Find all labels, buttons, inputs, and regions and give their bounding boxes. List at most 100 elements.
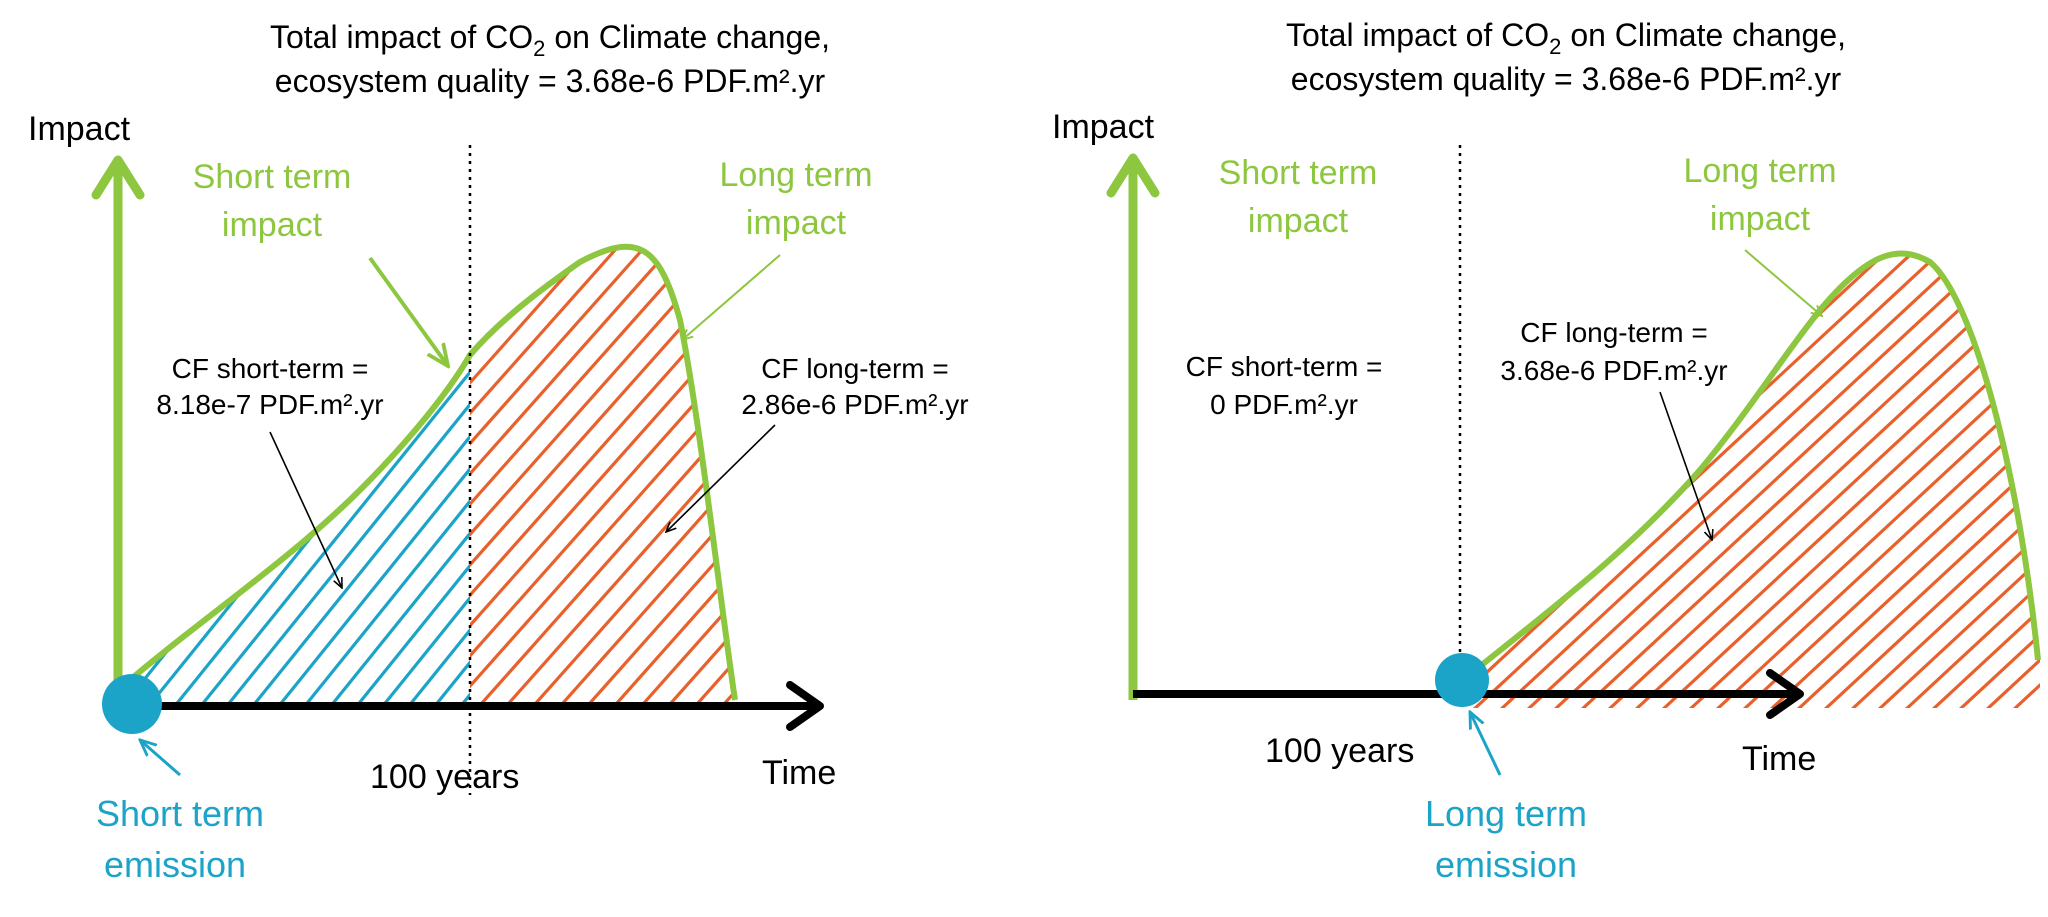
right-orange-hatch-line (1496, 253, 2020, 708)
left-blue-hatch-line (130, 355, 134, 708)
left-short-term-impact-label-2: impact (222, 206, 323, 244)
left-orange-hatch-line (470, 246, 734, 708)
right-orange-hatch-line (1874, 253, 2040, 708)
right-x-axis-label: Time (1742, 740, 1816, 778)
left-emission-label-2: emission (104, 844, 246, 885)
right-orange-hatch-line (1460, 253, 1750, 708)
left-impact-curve (128, 243, 738, 701)
right-cf-short-line2: 0 PDF.m².yr (1210, 389, 1358, 420)
left-cf-long-pointer (666, 424, 776, 532)
left-blue-hatch-line (272, 355, 470, 708)
right-orange-hatch-line (1460, 253, 1939, 708)
left-orange-hatch-line (688, 246, 735, 708)
left-long-term-impact-pointer (682, 254, 781, 340)
left-blue-hatch-line (350, 355, 470, 708)
left-blue-hatch-line (324, 355, 470, 708)
left-orange-hatch-line (715, 246, 735, 708)
right-y-axis-arrowhead (1106, 153, 1160, 198)
right-orange-hatch-line (1631, 253, 2040, 708)
left-100-years-label: 100 years (370, 758, 519, 796)
right-orange-hatch-line (1460, 253, 1588, 708)
left-y-axis-label: Impact (28, 110, 131, 148)
left-orange-hatch-line (553, 246, 735, 708)
right-orange-hatch-line (1739, 253, 2040, 708)
left-orange-hatch-line (744, 240, 1164, 712)
left-blue-hatch-line (0, 340, 80, 712)
left-short-term-impact-pointer (368, 256, 448, 366)
right-short-term-impact-label-2: impact (1248, 202, 1349, 240)
right-long-term-hatch (1460, 253, 2040, 708)
right-long-term-impact-label-1: Long term (1683, 152, 1836, 190)
left-x-axis-arrowhead (786, 681, 824, 731)
left-orange-hatch-line (771, 240, 1191, 712)
left-orange-hatch-line (470, 246, 599, 708)
right-x-axis-arrowhead (1766, 669, 1804, 719)
right-orange-hatch-line (1685, 253, 2040, 708)
left-orange-hatch-line (470, 246, 626, 708)
left-blue-hatch-line (0, 340, 54, 712)
right-orange-hatch-line (2009, 253, 2040, 708)
right-orange-hatch-line (1460, 253, 1966, 708)
left-blue-hatch-line (194, 355, 470, 708)
right-orange-hatch-line (1523, 253, 2040, 708)
right-orange-hatch-line (1460, 253, 1615, 708)
left-long-term-impact-label-1: Long term (719, 156, 872, 194)
right-orange-hatch-line (1847, 253, 2040, 708)
left-orange-hatch-line (472, 246, 735, 708)
left-orange-hatch-line (470, 246, 680, 708)
right-orange-hatch-line (1460, 253, 1561, 708)
left-blue-hatch-line (298, 355, 470, 708)
right-orange-hatch-line (1460, 253, 1480, 708)
right-orange-hatch-line (1901, 253, 2040, 708)
right-orange-hatch-line (1460, 253, 1912, 708)
left-panel: Total impact of CO2 on Climate change, e… (0, 19, 1218, 885)
right-cf-long-line1: CF long-term = (1520, 317, 1708, 348)
right-emission-pointer (1470, 712, 1502, 776)
left-orange-hatch-line (634, 246, 735, 708)
left-orange-hatch-line (470, 246, 735, 708)
right-orange-hatch-line (1460, 253, 1507, 708)
left-short-term-impact-label-1: Short term (193, 158, 352, 196)
right-panel: Total impact of CO2 on Climate change, e… (1052, 17, 2041, 885)
left-long-term-impact-label-2: impact (746, 204, 847, 242)
left-blue-hatch-line (246, 355, 470, 708)
left-blue-hatch-line (0, 340, 28, 712)
right-orange-hatch-line (1658, 253, 2040, 708)
left-x-axis-label: Time (762, 754, 836, 792)
left-blue-hatch-line (130, 355, 160, 708)
left-orange-hatch-line (798, 240, 1218, 712)
right-orange-hatch-line (1928, 253, 2040, 708)
right-orange-hatch-line (1460, 253, 1858, 708)
right-emission-label-1: Long term (1425, 793, 1587, 834)
left-cf-short-line2: 8.18e-7 PDF.m².yr (156, 389, 383, 420)
left-cf-long-line2: 2.86e-6 PDF.m².yr (741, 389, 968, 420)
left-orange-hatch-line (470, 246, 707, 708)
left-long-term-hatch (470, 240, 1218, 712)
left-blue-hatch-line (0, 340, 106, 712)
left-cf-short-pointer (269, 431, 342, 588)
left-title-line2: ecosystem quality = 3.68e-6 PDF.m².yr (275, 63, 826, 99)
left-emission-dot (102, 674, 162, 734)
left-orange-hatch-line (470, 246, 572, 708)
left-y-axis-arrowhead (91, 155, 145, 200)
left-orange-hatch-line (470, 246, 735, 708)
right-cf-short-line1: CF short-term = (1186, 351, 1383, 382)
right-orange-hatch-line (1460, 253, 1804, 708)
right-title-line2: ecosystem quality = 3.68e-6 PDF.m².yr (1291, 61, 1842, 97)
right-cf-long-pointer (1659, 391, 1712, 540)
left-emission-label-1: Short term (96, 793, 264, 834)
left-orange-hatch-line (526, 246, 735, 708)
right-orange-hatch-line (1469, 253, 1993, 708)
left-orange-hatch-line (470, 246, 653, 708)
right-title-line1: Total impact of CO2 on Climate change, (1286, 17, 1846, 59)
left-orange-hatch-line (470, 246, 735, 708)
left-blue-hatch-line (376, 355, 470, 708)
left-orange-hatch-line (607, 246, 735, 708)
right-short-term-impact-label-1: Short term (1219, 154, 1378, 192)
right-emission-label-2: emission (1435, 844, 1577, 885)
right-orange-hatch-line (2036, 253, 2040, 708)
right-orange-hatch-line (1460, 253, 1534, 708)
left-cf-long-line1: CF long-term = (761, 353, 949, 384)
left-cf-short-line1: CF short-term = (172, 353, 369, 384)
